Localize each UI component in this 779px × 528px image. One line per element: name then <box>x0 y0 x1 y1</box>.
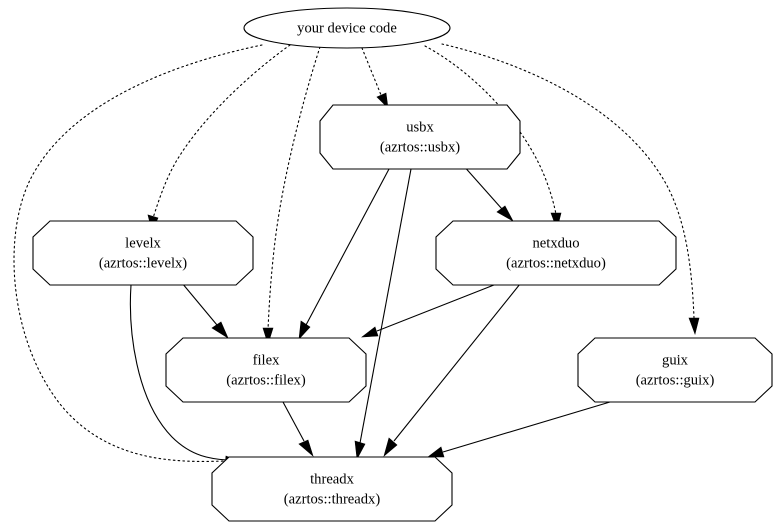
node-levelx-label-line1: levelx <box>125 235 161 251</box>
edge-device-to-filex <box>262 46 321 346</box>
node-netxduo-shape <box>435 220 677 286</box>
edge-layer <box>13 43 700 468</box>
node-filex[interactable]: filex (azrtos::filex) <box>165 337 367 403</box>
node-threadx-label-line2: (azrtos::threadx) <box>284 491 381 507</box>
node-filex-shape <box>165 337 367 403</box>
node-guix-label-line2: (azrtos::guix) <box>636 372 715 388</box>
node-usbx-label-line2: (azrtos::usbx) <box>380 139 460 155</box>
edge-usbx-to-threadx <box>354 168 412 460</box>
node-levelx[interactable]: levelx (azrtos::levelx) <box>32 220 254 286</box>
node-threadx-shape <box>211 456 453 522</box>
node-filex-label-line1: filex <box>253 352 280 368</box>
node-guix[interactable]: guix (azrtos::guix) <box>577 337 773 403</box>
node-netxduo-label-line2: (azrtos::netxduo) <box>506 255 606 271</box>
node-threadx[interactable]: threadx (azrtos::threadx) <box>211 456 453 522</box>
edge-netxduo-to-threadx <box>383 283 521 457</box>
edge-guix-to-threadx <box>427 398 621 458</box>
edge-usbx-to-filex <box>298 168 390 340</box>
node-levelx-shape <box>32 220 254 286</box>
edge-netxduo-to-filex <box>361 282 500 338</box>
node-your-device-code-shape <box>243 7 451 49</box>
node-usbx-shape <box>319 104 521 170</box>
edge-filex-to-threadx <box>282 401 314 457</box>
node-your-device-code[interactable]: your device code <box>243 7 451 49</box>
edge-device-to-levelx <box>147 44 291 232</box>
node-usbx[interactable]: usbx (azrtos::usbx) <box>319 104 521 170</box>
node-guix-shape <box>577 337 773 403</box>
node-threadx-label-line1: threadx <box>310 471 354 487</box>
edge-levelx-to-filex <box>181 282 229 339</box>
node-your-device-code-label: your device code <box>297 20 397 36</box>
node-layer: your device code usbx (azrtos::usbx) lev… <box>32 7 773 522</box>
node-filex-label-line2: (azrtos::filex) <box>226 372 306 388</box>
edge-device-to-guix <box>441 43 700 336</box>
node-levelx-label-line2: (azrtos::levelx) <box>99 255 187 271</box>
node-netxduo-label-line1: netxduo <box>532 235 579 251</box>
node-netxduo[interactable]: netxduo (azrtos::netxduo) <box>435 220 677 286</box>
edge-usbx-to-netxduo <box>461 163 514 222</box>
edge-device-to-usbx <box>361 47 389 109</box>
node-guix-label-line1: guix <box>662 352 689 368</box>
node-usbx-label-line1: usbx <box>406 119 434 135</box>
